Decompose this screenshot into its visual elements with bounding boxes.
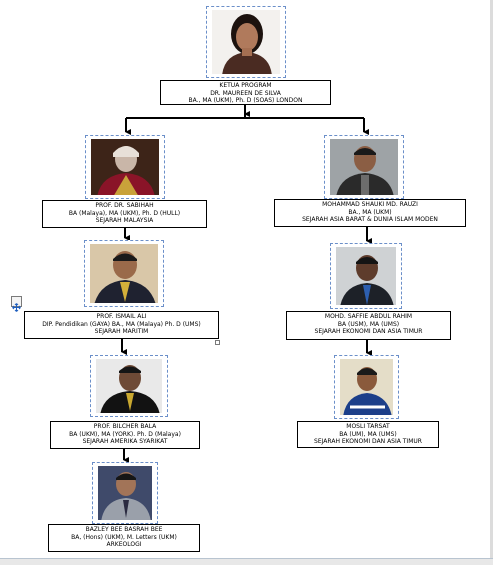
node-name-sabihah: PROF. DR. SABIHAH: [95, 202, 154, 209]
photo-frame-head: [206, 6, 286, 78]
node-name-shauki: MOHAMMAD SHAUKI MD. RAUZI: [322, 201, 418, 208]
node-qualification-bazley: BA, (Hons) (UKM), M. Letters (UKM): [71, 533, 177, 541]
node-box-head: KETUA PROGRAM DR. MAUREEN DE SILVA BA., …: [160, 80, 331, 105]
node-box-saffie: MOHD. SAFFIE ABDUL RAHIM BA (USM), MA (U…: [286, 311, 451, 340]
portrait-photo-shauki: [330, 139, 398, 195]
node-field-sabihah: SEJARAH MALAYSIA: [95, 217, 154, 224]
node-name-ismail: PROF. ISMAIL ALI: [96, 313, 147, 320]
photo-frame-mosli: [334, 355, 399, 419]
node-qualification-sabihah: BA (Malaya), MA (UKM), Ph. D (HULL): [68, 209, 181, 217]
photo-frame-saffie: [330, 243, 402, 309]
node-field-mosli: SEJARAH EKONOMI DAN ASIA TIMUR: [314, 438, 422, 445]
node-field-shauki: SEJARAH ASIA BARAT & DUNIA ISLAM MODEN: [302, 216, 438, 223]
node-role-head: KETUA PROGRAM: [219, 82, 272, 89]
node-box-shauki: MOHAMMAD SHAUKI MD. RAUZI BA., MA (UKM) …: [274, 199, 466, 227]
node-box-mosli: MOSLI TARSAT BA (UM), MA (UMS) SEJARAH E…: [297, 421, 439, 448]
node-name-bilcher: PROF. BILCHER BALA: [93, 423, 157, 430]
photo-frame-bazley: [92, 462, 158, 524]
portrait-photo-bazley: [98, 466, 152, 520]
node-qualification-shauki: BA., MA (UKM): [348, 208, 392, 216]
page-right-edge: [490, 0, 493, 564]
portrait-photo-mosli: [340, 359, 393, 415]
node-box-bilcher: PROF. BILCHER BALA BA (UKM), MA (YORK). …: [50, 421, 200, 449]
node-name-saffie: MOHD. SAFFIE ABDUL RAHIM: [324, 313, 413, 320]
portrait-photo-ismail: [90, 244, 158, 303]
portrait-photo-maureen: [212, 10, 280, 74]
table-move-handle-icon[interactable]: [11, 296, 22, 312]
page-bottom-edge: [0, 558, 493, 565]
node-field-ismail: SEJARAH MARITIM: [94, 328, 149, 335]
photo-frame-bilcher: [90, 355, 168, 417]
node-qualification-mosli: BA (UM), MA (UMS): [339, 430, 397, 438]
node-qualification-bilcher: BA (UKM), MA (YORK). Ph. D (Malaya): [69, 430, 181, 438]
table-resize-handle[interactable]: [215, 340, 220, 345]
node-box-bazley: BAZLEY BEE BASRAH BEE BA, (Hons) (UKM), …: [48, 524, 200, 552]
node-name-mosli: MOSLI TARSAT: [346, 423, 390, 430]
node-field-bazley: ARKEOLOGI: [106, 541, 142, 548]
node-box-ismail: PROF. ISMAIL ALI DIP. Pendidikan (GAYA) …: [24, 311, 219, 339]
photo-frame-shauki: [324, 135, 404, 199]
photo-frame-sabihah: [85, 135, 165, 199]
node-name-bazley: BAZLEY BEE BASRAH BEE: [85, 526, 163, 533]
portrait-photo-bilcher: [96, 359, 162, 413]
portrait-photo-saffie: [336, 247, 396, 305]
portrait-photo-sabihah: [91, 139, 159, 195]
photo-frame-ismail: [84, 240, 164, 307]
node-field-saffie: SEJARAH EKONOMI DAN ASIA TIMUR: [314, 328, 423, 335]
node-field-bilcher: SEJARAH AMERIKA SYARIKAT: [82, 438, 168, 445]
node-qualification-saffie: BA (USM), MA (UMS): [337, 320, 400, 328]
node-qualification-head: BA., MA (UKM), Ph. D (SOAS) LONDON: [188, 97, 303, 104]
node-qualification-ismail: DIP. Pendidikan (GAYA) BA., MA (Malaya) …: [42, 320, 201, 328]
node-name-head: DR. MAUREEN DE SILVA: [210, 89, 281, 97]
node-box-sabihah: PROF. DR. SABIHAH BA (Malaya), MA (UKM),…: [42, 200, 207, 228]
